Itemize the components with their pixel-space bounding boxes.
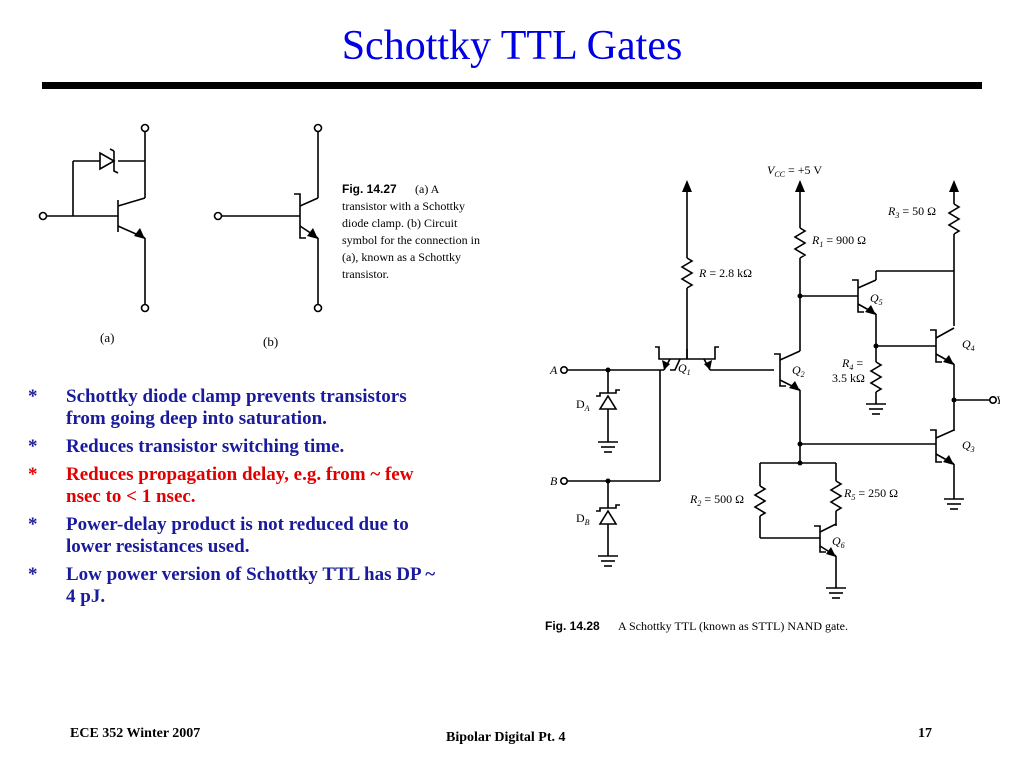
caption-line-1: (a) A bbox=[415, 182, 440, 196]
emitter-arrow-q2 bbox=[789, 381, 800, 391]
r-label: R = 2.8 kΩ bbox=[698, 266, 752, 280]
q5-label: Q5 bbox=[870, 291, 883, 307]
fig-a-label: (a) bbox=[100, 330, 114, 345]
db-label: DB bbox=[576, 511, 590, 527]
r5-label: R5 = 250 Ω bbox=[843, 486, 898, 502]
fig-14-28-caption: A Schottky TTL (known as STTL) NAND gate… bbox=[618, 619, 848, 633]
bullet-star: * bbox=[28, 386, 38, 407]
bullet-item: * Schottky diode clamp prevents transisto… bbox=[26, 386, 446, 430]
q3-label: Q3 bbox=[962, 438, 975, 454]
footer-topic: Bipolar Digital Pt. 4 bbox=[446, 730, 566, 745]
footer-page-number: 17 bbox=[918, 726, 932, 741]
junction-dot bbox=[873, 343, 879, 349]
q4-label: Q4 bbox=[962, 337, 975, 353]
junction-dot bbox=[797, 293, 803, 299]
bullet-star: * bbox=[28, 514, 38, 535]
caption-line-2: transistor with a Schottky bbox=[342, 199, 465, 213]
bullet-text: Schottky diode clamp prevents transistor… bbox=[66, 386, 407, 429]
fig-b-label: (b) bbox=[263, 334, 278, 349]
bullet-item: * Reduces transistor switching time. bbox=[26, 436, 446, 458]
bullet-item: * Low power version of Schottky TTL has D… bbox=[26, 564, 446, 608]
title-divider bbox=[42, 82, 982, 89]
output-y-label: Y bbox=[996, 393, 1000, 407]
r4-label: R4 = bbox=[841, 356, 863, 372]
circuit-arrows bbox=[605, 180, 959, 557]
fig-14-27-caption: Fig. 14.27 (a) A transistor with a Schot… bbox=[342, 182, 480, 281]
emitter-arrow-q4 bbox=[943, 355, 954, 365]
da-label: DA bbox=[576, 397, 590, 413]
caption-line-3: diode clamp. (b) Circuit bbox=[342, 216, 458, 230]
junction-dot bbox=[605, 367, 611, 373]
bullet-star: * bbox=[28, 436, 38, 457]
r1-label: R1 = 900 Ω bbox=[811, 233, 866, 249]
emitter-arrow-q3 bbox=[943, 455, 954, 465]
vcc-label: VCC = +5 V bbox=[767, 163, 822, 179]
q6-label: Q6 bbox=[832, 534, 845, 550]
fig-14-28-number: Fig. 14.28 bbox=[545, 619, 600, 633]
footer-course: ECE 352 Winter 2007 bbox=[70, 726, 201, 741]
input-b-label: B bbox=[550, 474, 558, 488]
bullet-star: * bbox=[28, 464, 38, 485]
emitter-arrow-a bbox=[134, 228, 145, 239]
bullet-text: Reduces transistor switching time. bbox=[66, 436, 345, 457]
bullet-list: * Schottky diode clamp prevents transisto… bbox=[26, 386, 446, 614]
circuit-labels: VCC = +5 V R3 = 50 Ω R1 = 900 Ω R = 2.8 … bbox=[549, 163, 1000, 550]
emitter-arrow-q1 bbox=[704, 360, 712, 370]
supply-arrow bbox=[949, 180, 959, 192]
junction-dot bbox=[951, 397, 957, 403]
r4-value: 3.5 kΩ bbox=[832, 371, 865, 385]
emitter-arrow-q1 bbox=[662, 360, 670, 370]
supply-arrow bbox=[682, 180, 692, 192]
emitter-arrow-q5 bbox=[865, 305, 876, 315]
supply-arrow bbox=[795, 180, 805, 192]
slide-title: Schottky TTL Gates bbox=[341, 23, 683, 69]
r2-label: R2 = 500 Ω bbox=[689, 492, 744, 508]
junction-dot bbox=[605, 478, 611, 484]
figure-14-27: (a) (b) Fig. 14.27 (a) A transistor with… bbox=[38, 123, 480, 349]
junction-dot bbox=[797, 460, 803, 466]
q1-label: Q1 bbox=[678, 361, 691, 377]
figure-14-28-sttl-nand: VCC = +5 V R3 = 50 Ω R1 = 900 Ω R = 2.8 … bbox=[545, 163, 1000, 633]
caption-line-4: symbol for the connection in bbox=[342, 233, 480, 247]
junction-dot bbox=[797, 441, 803, 447]
caption-line-6: transistor. bbox=[342, 267, 389, 281]
bullet-text: Power-delay product is not reduced due t… bbox=[66, 514, 409, 557]
q2-label: Q2 bbox=[792, 363, 805, 379]
bullet-item: * Power-delay product is not reduced due … bbox=[26, 514, 446, 558]
bullet-text: Reduces propagation delay, e.g. from ~ f… bbox=[66, 464, 414, 507]
fig-14-27-number: Fig. 14.27 bbox=[342, 182, 397, 196]
emitter-arrow-q6 bbox=[826, 547, 836, 557]
caption-line-5: (a), known as a Schottky bbox=[342, 250, 461, 264]
input-a-label: A bbox=[549, 363, 558, 377]
bullet-star: * bbox=[28, 564, 38, 585]
r3-label: R3 = 50 Ω bbox=[887, 204, 936, 220]
bullet-text: Low power version of Schottky TTL has DP… bbox=[66, 564, 436, 607]
emitter-arrow-b bbox=[307, 228, 318, 239]
bullet-item-highlighted: * Reduces propagation delay, e.g. from ~ … bbox=[26, 464, 446, 508]
circuit-wires bbox=[559, 188, 997, 599]
